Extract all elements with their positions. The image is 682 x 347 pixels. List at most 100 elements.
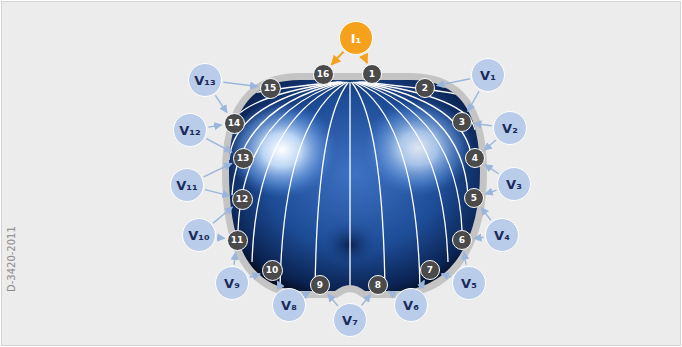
- node-text: 12: [236, 195, 249, 204]
- voltage-measurement: V₁: [471, 58, 505, 92]
- voltage-measurement: V₃: [497, 167, 531, 201]
- voltage-measurement: V₇: [333, 303, 367, 337]
- measurement-arrow: [437, 79, 470, 86]
- node-text: V₉: [224, 277, 240, 290]
- node-text: V₄: [494, 229, 510, 242]
- node-text: V₈: [281, 299, 297, 312]
- node-text: V₅: [461, 277, 477, 290]
- current-line: [352, 82, 386, 295]
- measurement-arrow: [464, 252, 466, 265]
- electrode-number: 6: [452, 230, 472, 250]
- document-code: D-3420-2011: [6, 226, 17, 292]
- node-text: 16: [317, 70, 330, 79]
- electrode-number: 5: [464, 188, 484, 208]
- measurement-arrow: [441, 274, 451, 277]
- node-text: 8: [375, 281, 381, 290]
- node-text: V₁₀: [188, 229, 209, 242]
- electrode-number: 9: [310, 275, 330, 295]
- node-text: 9: [317, 281, 323, 290]
- electrode-number: 4: [465, 148, 485, 168]
- voltage-measurement: V₁₂: [173, 113, 207, 147]
- voltage-measurement: V₁₁: [170, 168, 204, 202]
- measurement-arrow: [328, 294, 338, 306]
- current-line: [353, 82, 420, 288]
- current-line: [355, 82, 449, 262]
- voltage-measurement: V₉: [215, 266, 249, 300]
- electrode-number: 3: [452, 112, 472, 132]
- node-text: 14: [228, 119, 241, 128]
- node-text: 6: [459, 236, 465, 245]
- node-text: V₁₁: [176, 179, 197, 192]
- measurement-arrow: [485, 165, 499, 174]
- node-text: 2: [422, 84, 428, 93]
- measurement-arrow: [388, 291, 395, 295]
- voltage-measurement: V₁₀: [182, 218, 216, 252]
- electrode-number: 11: [227, 230, 248, 251]
- electrode-number: 2: [415, 78, 435, 98]
- measurement-arrow: [481, 208, 491, 221]
- electrode-number: 16: [313, 64, 334, 85]
- measurement-arrow: [234, 252, 235, 264]
- electrode-number: 14: [224, 113, 245, 134]
- measurement-arrow: [485, 190, 496, 194]
- voltage-measurement: V₁₃: [188, 63, 222, 97]
- node-text: V₂: [502, 122, 518, 135]
- measurement-arrow: [474, 237, 484, 238]
- voltage-measurement: V₂: [493, 111, 527, 145]
- current-line: [349, 82, 350, 295]
- current-line: [252, 82, 346, 262]
- node-text: 1: [369, 70, 375, 79]
- node-text: 15: [264, 84, 277, 93]
- measurement-arrow: [277, 281, 280, 288]
- measurement-arrow: [206, 139, 232, 153]
- node-text: 11: [231, 236, 244, 245]
- node-text: 10: [266, 266, 279, 275]
- electrode-number: 15: [260, 78, 281, 99]
- measurement-arrow: [484, 140, 496, 150]
- current-line: [238, 82, 344, 230]
- node-text: 3: [459, 118, 465, 127]
- node-text: V₃: [506, 178, 522, 191]
- current-line: [358, 82, 469, 195]
- node-text: 7: [427, 266, 433, 275]
- electrode-number: 12: [232, 189, 253, 210]
- node-text: 13: [237, 154, 250, 163]
- measurement-arrow: [223, 82, 257, 86]
- current-line: [280, 82, 347, 288]
- current-source: I₁: [339, 21, 373, 55]
- measurement-arrow: [217, 237, 224, 239]
- current-line: [232, 82, 343, 195]
- measurement-arrow: [474, 123, 492, 125]
- current-arrow: [331, 52, 343, 65]
- node-text: V₁₂: [179, 124, 200, 137]
- voltage-measurement: V₆: [394, 288, 428, 322]
- voltage-measurement: V₄: [485, 218, 519, 252]
- measurement-arrow: [362, 294, 371, 305]
- current-line: [356, 82, 462, 230]
- measurement-arrow: [305, 292, 310, 295]
- node-text: V₁₃: [194, 74, 215, 87]
- node-text: V₇: [342, 314, 358, 327]
- measurement-arrow: [213, 207, 232, 223]
- measurement-arrow: [208, 125, 221, 127]
- voltage-measurement: V₅: [452, 266, 486, 300]
- measurement-arrow: [468, 91, 479, 111]
- measurement-arrow: [215, 95, 227, 112]
- electrode-number: 7: [420, 260, 440, 280]
- measurement-arrow: [250, 274, 261, 277]
- measurement-arrow: [204, 163, 232, 177]
- measurement-arrow: [205, 190, 230, 196]
- node-text: I₁: [351, 32, 362, 45]
- electrode-number: 10: [262, 260, 283, 281]
- electrode-number: 13: [233, 148, 254, 169]
- electrode-number: 1: [362, 64, 382, 84]
- current-line: [315, 82, 349, 295]
- current-arrow: [364, 55, 368, 63]
- node-text: V₁: [480, 69, 496, 82]
- electrode-number: 8: [368, 275, 388, 295]
- node-text: V₆: [403, 299, 419, 312]
- node-text: 5: [471, 194, 477, 203]
- current-line: [359, 82, 472, 160]
